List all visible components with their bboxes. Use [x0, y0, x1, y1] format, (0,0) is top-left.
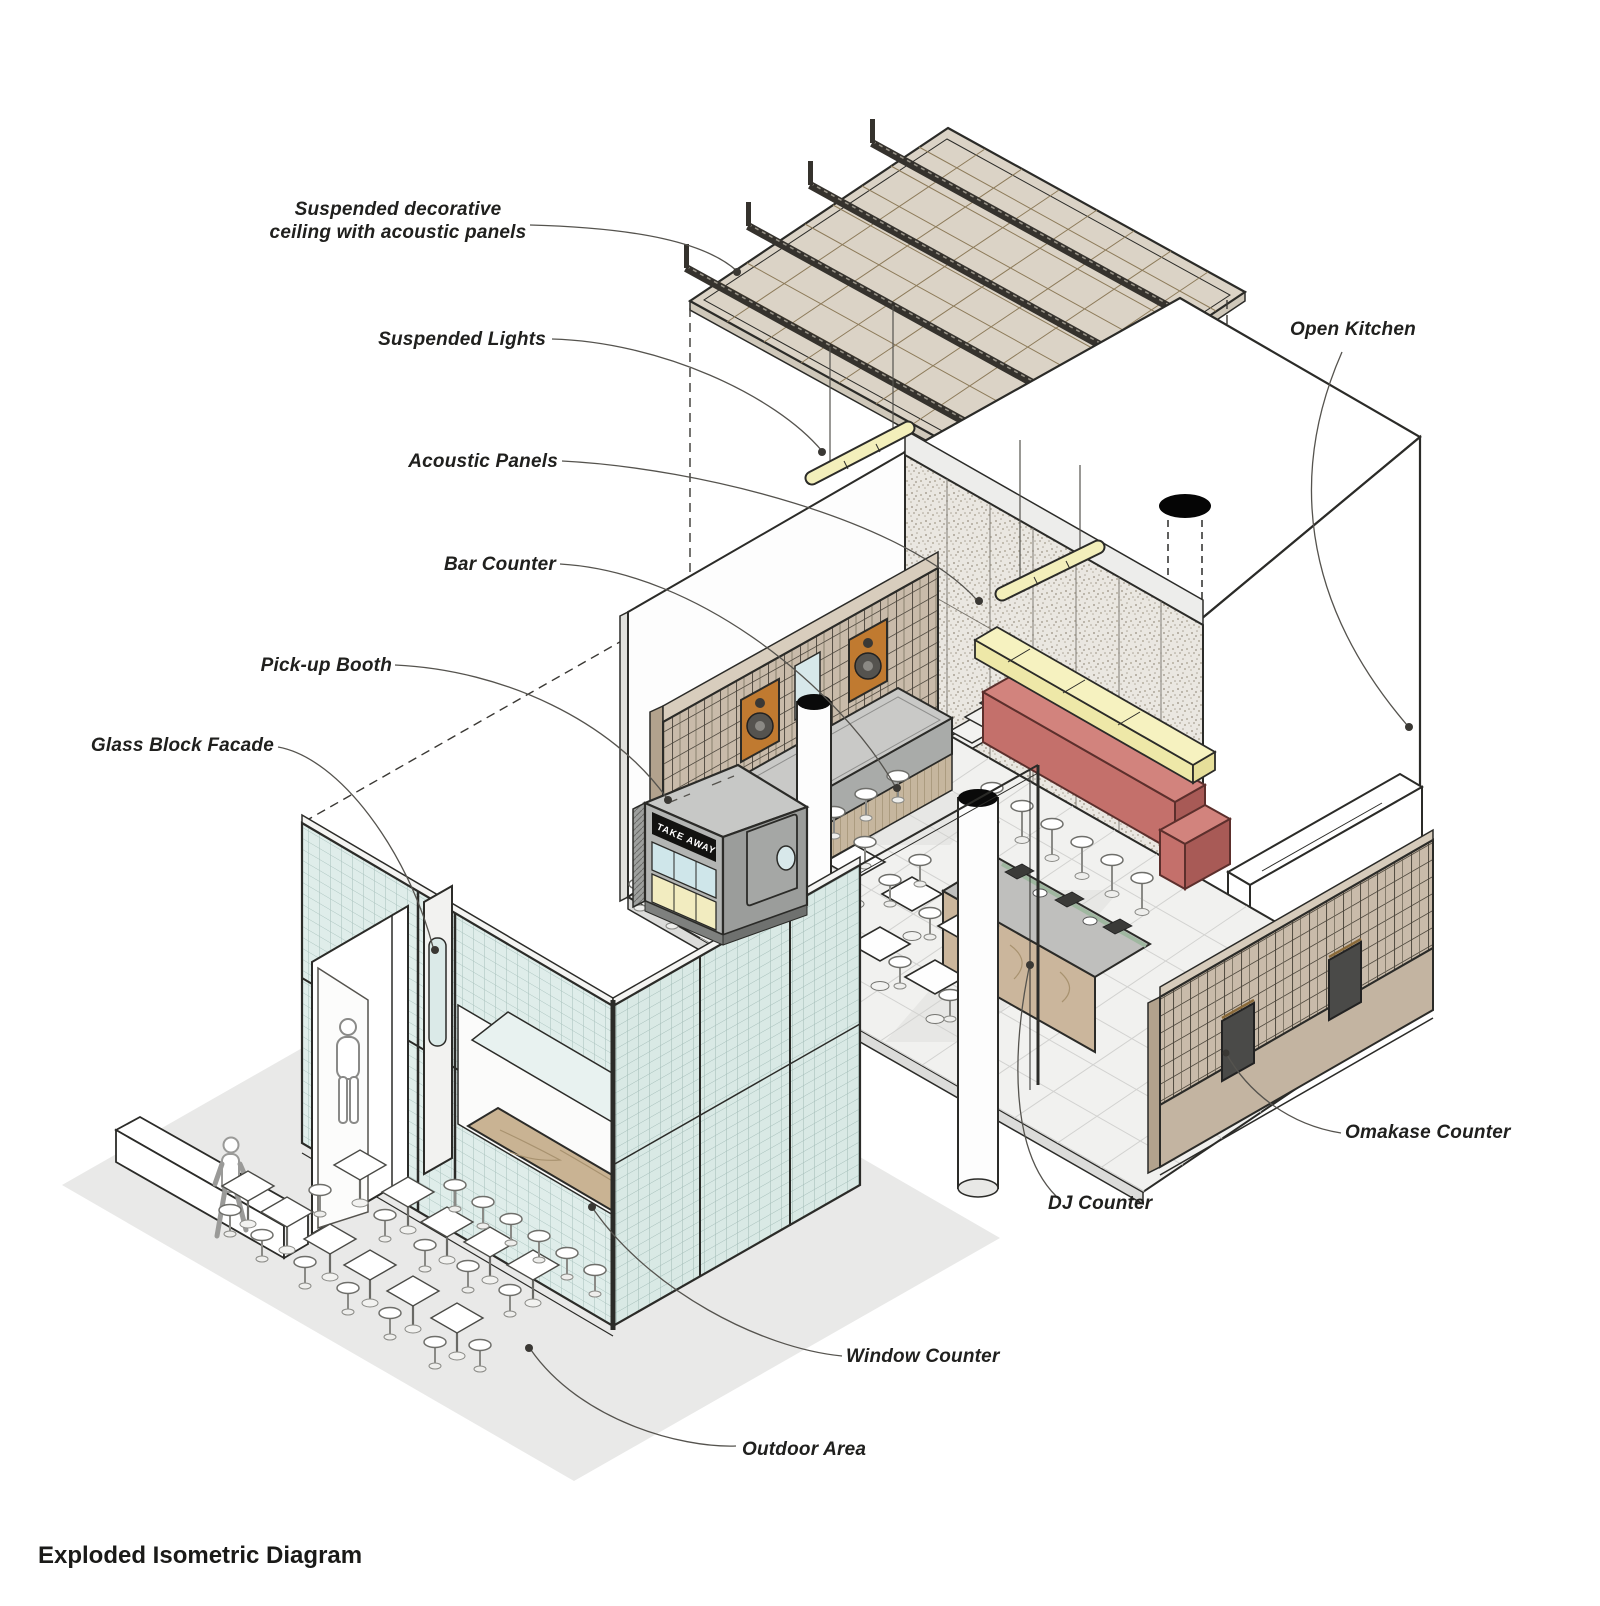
- window-counter: [457, 1003, 650, 1217]
- side-door: [423, 884, 453, 1176]
- label-outdoor-area: Outdoor Area: [742, 1439, 867, 1460]
- diagram-title: Exploded Isometric Diagram: [38, 1542, 363, 1569]
- label-pickup-booth: Pick-up Booth: [260, 655, 392, 676]
- label-acoustic-panels: Acoustic Panels: [408, 451, 558, 472]
- label-window-counter: Window Counter: [846, 1346, 1000, 1367]
- speaker: [848, 617, 888, 704]
- kitchen-counter: [1226, 772, 1424, 943]
- ceiling-vent: [1159, 494, 1211, 518]
- label-glass-block-facade: Glass Block Facade: [90, 735, 274, 756]
- column: [957, 789, 999, 1198]
- glass-block-facade: [300, 764, 1040, 1337]
- red-counter: [980, 673, 1233, 891]
- suspended-tube-lights: [804, 306, 1106, 602]
- omakase-panel: [1221, 940, 1362, 1083]
- omakase-counter-wall: [1147, 828, 1434, 1176]
- label-suspended-lights: Suspended Lights: [378, 329, 546, 350]
- label-dj-counter: DJ Counter: [1048, 1193, 1153, 1214]
- label-suspended-ceiling: Suspended decorative ceiling with acoust…: [269, 199, 527, 243]
- label-omakase-counter: Omakase Counter: [1345, 1122, 1511, 1143]
- person-standing: [336, 1018, 360, 1124]
- leader-lines: [277, 224, 1408, 1447]
- speaker: [740, 677, 780, 764]
- light-bar: [973, 625, 1217, 785]
- leader-dots: [431, 268, 1413, 1352]
- label-open-kitchen: Open Kitchen: [1290, 319, 1416, 340]
- label-bar-counter: Bar Counter: [444, 554, 556, 575]
- booth-sign: [652, 812, 716, 862]
- pickup-booth: TAKE AWAY: [632, 763, 810, 946]
